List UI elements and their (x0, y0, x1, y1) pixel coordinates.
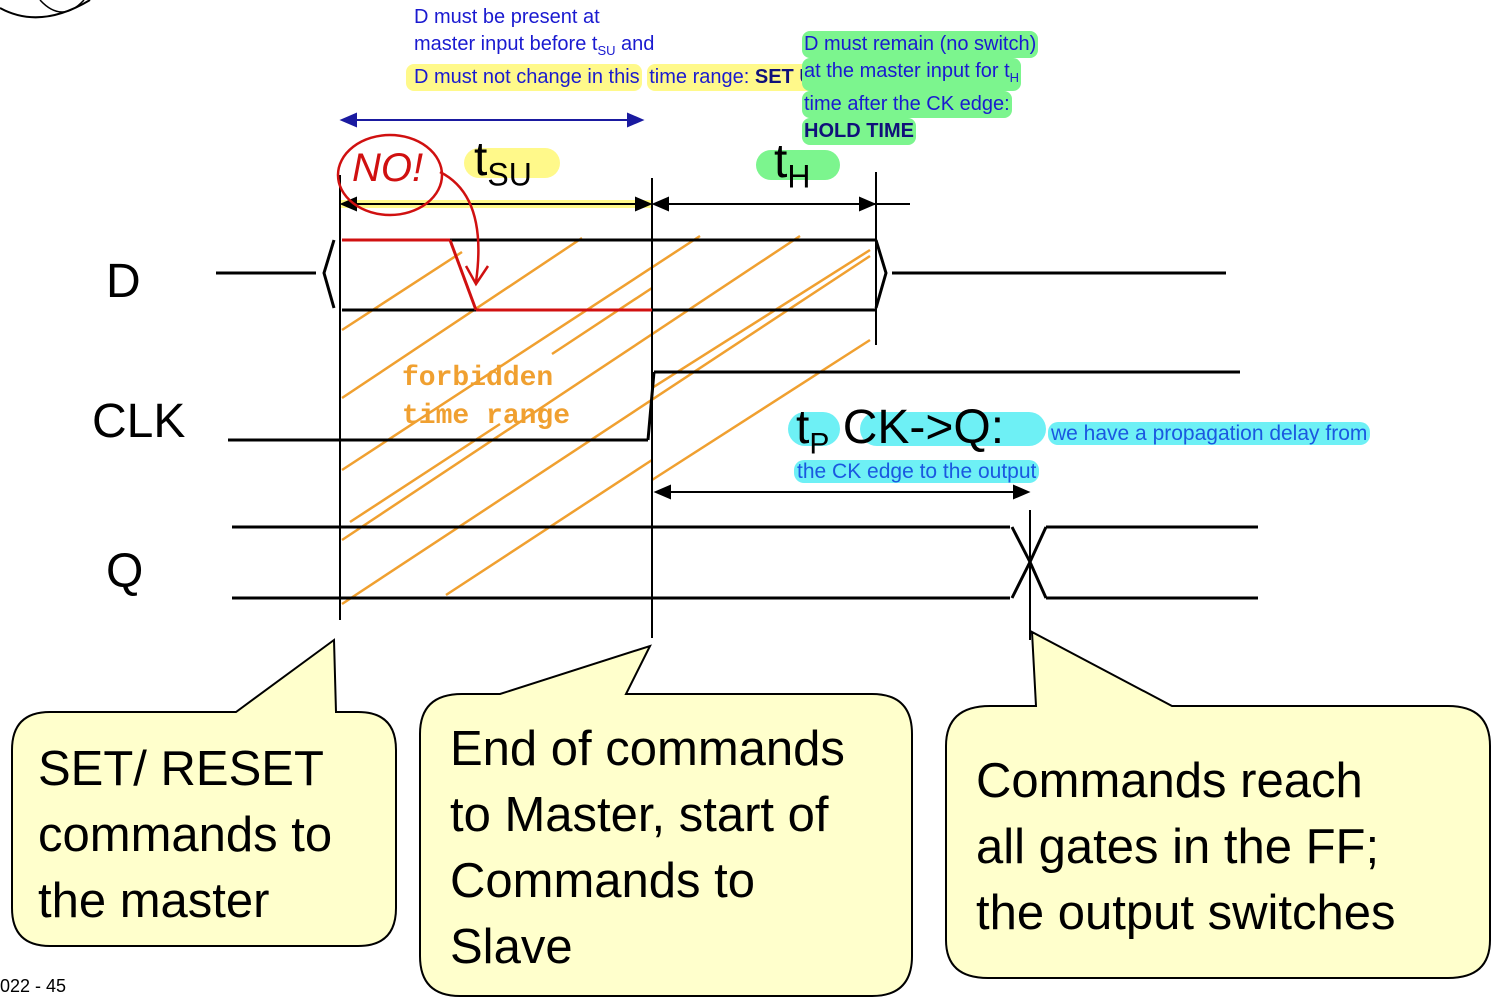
callout-right-line3: the output switches (976, 886, 1396, 940)
callout-middle-line2: to Master, start of (450, 788, 829, 842)
tp-dimension (653, 484, 1031, 500)
callout-middle (419, 644, 913, 997)
signal-q-label: Q (106, 545, 144, 598)
callout-right-line2: all gates in the FF; (976, 820, 1380, 874)
callout-right-line1: Commands reach (976, 754, 1363, 808)
setup-note-line2b: and (615, 33, 655, 55)
setup-note-line2: master input before t (414, 33, 598, 55)
setup-note-sub: SU (597, 43, 616, 58)
tsu-highlight (464, 148, 560, 178)
callout-middle-line4: Slave (450, 920, 573, 974)
callout-left (11, 638, 397, 947)
forbidden-label: forbidden time range (402, 360, 570, 436)
hold-note-sub: H (1009, 70, 1020, 85)
d-waveform (216, 238, 1226, 312)
setup-note-line3: D must not change in this (414, 66, 640, 88)
callout-left-text: SET/ RESET commands to the master (38, 736, 332, 934)
th-dimension (651, 196, 910, 212)
callout-middle-text: End of commands to Master, start of Comm… (450, 716, 845, 980)
forbidden-line1: forbidden (402, 363, 554, 394)
callout-left-line3: the master (38, 874, 270, 928)
signal-clk-label: CLK (92, 395, 186, 448)
prop-note-line2-wrap: the CK edge to the output (794, 458, 1040, 485)
tp-main: t (796, 401, 810, 454)
tp-highlight (788, 412, 840, 446)
tsu-sub: SU (487, 156, 532, 193)
tsu-main: t (474, 133, 488, 186)
th-label: tH (774, 134, 810, 196)
forbidden-line2: time range (402, 401, 571, 432)
clk-waveform (228, 370, 1240, 442)
tp-sub: P (809, 427, 830, 461)
forbidden-hatch (341, 234, 871, 606)
hold-note-line3: time after the CK edge: (804, 93, 1010, 115)
q-waveform (232, 525, 1258, 600)
callout-middle-line3: Commands to (450, 854, 756, 908)
setup-note: D must be present at master input before… (406, 4, 883, 91)
th-sub: H (787, 158, 811, 195)
callout-middle-line1: End of commands (450, 722, 845, 776)
callout-left-line2: commands to (38, 808, 333, 862)
signal-d-label: D (106, 255, 141, 308)
tp-highlight-2 (860, 412, 1046, 446)
setup-note-line4: time range: (649, 66, 755, 88)
tp-rest: CK->Q: (829, 401, 1005, 454)
callout-right-text: Commands reach all gates in the FF; the … (976, 748, 1395, 946)
tp-label: tP CK->Q: (796, 400, 1004, 462)
no-mark (336, 133, 490, 287)
logo-icon (0, 0, 91, 19)
page-number: 022 - 45 (0, 976, 67, 996)
setup-arrow (339, 112, 645, 128)
violation-waveform (342, 238, 652, 312)
tsu-dimension (339, 196, 653, 212)
hold-note: D must remain (no switch) at the master … (802, 31, 1039, 145)
hold-note-bold: HOLD TIME (804, 120, 914, 142)
setup-note-line1: D must be present at (414, 6, 600, 28)
tsu-label: tSU (474, 132, 532, 194)
callout-right (945, 630, 1491, 979)
th-main: t (774, 135, 788, 188)
hold-note-line1: D must remain (no switch) (804, 33, 1037, 55)
th-highlight (756, 150, 840, 180)
no-label: NO! (352, 146, 424, 190)
hold-note-line2: at the master input for t (804, 60, 1010, 82)
callout-left-line1: SET/ RESET (38, 742, 324, 796)
prop-note-line2: the CK edge to the output (794, 460, 1040, 483)
prop-note-line1-wrap: we have a propagation delay from (1048, 420, 1371, 447)
prop-note-line1: we have a propagation delay from (1048, 422, 1371, 445)
